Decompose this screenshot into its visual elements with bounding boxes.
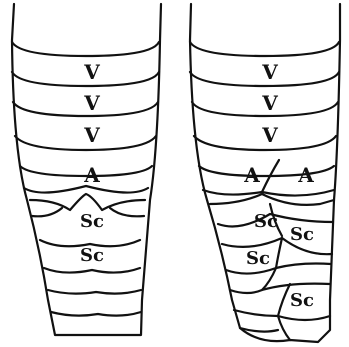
left-ventral-arc-1	[12, 42, 159, 56]
right-label-sc1: Sc	[254, 211, 278, 232]
left-subcaudal-arc-4	[48, 290, 141, 294]
left-subcaudal-arc-1	[32, 208, 62, 216]
right-label-v3: V	[261, 123, 278, 147]
right-sc-row-5	[234, 310, 330, 320]
right-vent-line	[210, 194, 334, 205]
left-label-sc2: Sc	[80, 245, 104, 266]
right-label-sc2: Sc	[290, 224, 314, 245]
right-sc-row-3	[226, 264, 331, 274]
right-label-v1: V	[261, 60, 278, 84]
left-panel: V V V A Sc Sc	[12, 4, 161, 335]
right-label-a2: A	[297, 163, 314, 187]
left-label-v2: V	[83, 91, 100, 115]
right-anal-lower	[203, 190, 334, 196]
right-label-sc4: Sc	[290, 290, 314, 311]
left-label-sc1: Sc	[80, 211, 104, 232]
right-sc-divider-4	[278, 284, 290, 316]
right-label-v2: V	[261, 91, 278, 115]
right-sc-divider-2	[276, 238, 282, 268]
right-sc-divider-5	[278, 316, 290, 340]
right-label-sc3: Sc	[246, 248, 270, 269]
left-vent-line	[30, 194, 145, 210]
left-subcaudal-arc-3	[44, 268, 140, 273]
right-sc-row-2	[222, 238, 332, 254]
right-sc-row-4	[230, 284, 330, 293]
left-label-v3: V	[83, 123, 100, 147]
right-label-a1: A	[243, 163, 260, 187]
left-subcaudal-arc-1b	[110, 208, 144, 216]
right-panel: V V V A A Sc Sc Sc Sc	[190, 4, 340, 342]
right-ventral-arc-1	[190, 42, 339, 56]
left-label-v1: V	[83, 60, 100, 84]
left-subcaudal-arc-5	[51, 312, 141, 316]
left-label-a1: A	[83, 163, 100, 187]
